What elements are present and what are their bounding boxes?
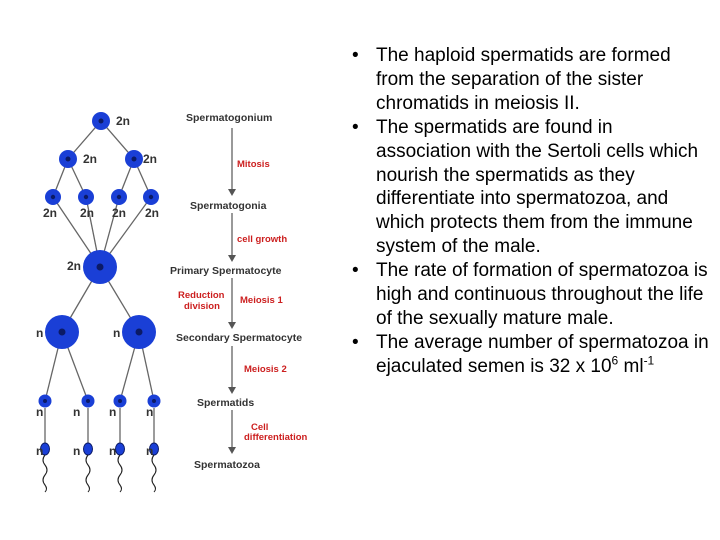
ploidy-n: n [73, 405, 80, 419]
sperm-tail [117, 454, 123, 493]
reduction-label: division [184, 301, 220, 312]
bullet-marker: • [352, 116, 359, 138]
flow-arrow-head [228, 447, 236, 454]
ploidy-n: n [146, 405, 153, 419]
nucleus [43, 399, 47, 403]
ploidy-n: n [36, 326, 43, 340]
sperm-tail [42, 454, 48, 493]
reduction-label: Reduction [178, 290, 225, 301]
nucleus [152, 399, 156, 403]
sperm-head [83, 442, 93, 456]
ploidy-n: n [36, 444, 43, 458]
bullet-text: The haploid spermatids are formed from t… [376, 45, 671, 114]
spermatogenesis-diagram: 2n 2n 2n 2n 2n 2n 2n 2n n n n n n n n n n n Spermatogoniu… [36, 112, 308, 493]
flow-arrow-head [228, 255, 236, 262]
ploidy-2n: 2n [80, 206, 94, 220]
ploidy-2n: 2n [43, 206, 57, 220]
ploidy-n: n [146, 444, 153, 458]
bullet-haploid-spermatids: • The haploid spermatids are formed from… [352, 44, 712, 116]
ploidy-n: n [113, 326, 120, 340]
ploidy-n: n [36, 405, 43, 419]
bullet-text: The average number of spermatozoa in eja… [376, 331, 709, 377]
ploidy-2n: 2n [143, 152, 157, 166]
nucleus [116, 194, 122, 200]
ploidy-2n: 2n [145, 206, 159, 220]
stage-label: Spermatogonia [190, 200, 267, 212]
sperm-tail [151, 454, 157, 493]
process-label: Mitosis [237, 159, 270, 170]
nucleus [50, 194, 56, 200]
nucleus [135, 328, 143, 336]
flow-arrow-head [228, 387, 236, 394]
nucleus [65, 156, 71, 162]
process-label: differentiation [244, 432, 308, 443]
sperm-head [115, 442, 125, 456]
ploidy-n: n [109, 405, 116, 419]
stage-label: Secondary Spermatocyte [176, 332, 302, 344]
process-label: Meiosis 2 [244, 364, 287, 375]
nucleus [98, 118, 104, 124]
flow-arrow-head [228, 189, 236, 196]
nucleus [58, 328, 66, 336]
bullet-formation-rate: • The rate of formation of spermatozoa i… [352, 259, 712, 331]
nucleus [131, 156, 137, 162]
nucleus [83, 194, 89, 200]
ploidy-n: n [109, 444, 116, 458]
cell-lineage [38, 112, 161, 493]
bullet-sertoli-cells: • The spermatids are found in associatio… [352, 116, 712, 259]
nucleus [96, 263, 104, 271]
stage-label: Primary Spermatocyte [170, 265, 282, 277]
bullet-text: The spermatids are found in association … [376, 116, 699, 258]
ploidy-2n: 2n [112, 206, 126, 220]
process-label: cell growth [237, 234, 287, 245]
exponent: 6 [611, 353, 619, 368]
bullet-text-unit: ml [618, 355, 644, 377]
ploidy-labels: 2n 2n 2n 2n 2n 2n 2n 2n n n n n n n n n n n [36, 114, 159, 458]
ploidy-2n: 2n [83, 152, 97, 166]
stage-label: Spermatozoa [194, 459, 260, 471]
bullet-marker: • [352, 260, 359, 282]
ploidy-n: n [73, 444, 80, 458]
bullet-sperm-count: • The average number of spermatozoa in e… [352, 331, 712, 379]
bullet-marker: • [352, 45, 359, 66]
nucleus [148, 194, 154, 200]
stage-label: Spermatogonium [186, 112, 272, 124]
bullet-text: The rate of formation of spermatozoa is … [376, 260, 708, 329]
ploidy-2n: 2n [67, 259, 81, 273]
bullet-marker: • [352, 331, 359, 353]
nucleus [118, 399, 122, 403]
ploidy-2n: 2n [116, 114, 130, 128]
stage-label: Spermatids [197, 397, 254, 409]
process-label: Meiosis 1 [240, 295, 283, 306]
flow-arrow-head [228, 322, 236, 329]
unit-exponent: -1 [643, 353, 655, 368]
process-label: Cell [251, 422, 268, 433]
nucleus [86, 399, 90, 403]
sperm-tail [85, 454, 91, 493]
bullet-list: • The haploid spermatids are formed from… [352, 44, 712, 379]
